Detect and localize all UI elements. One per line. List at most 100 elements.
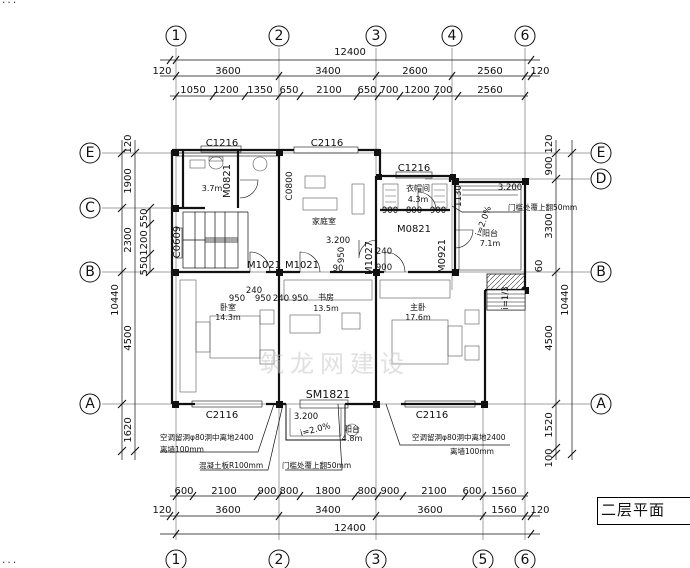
dim-bot-r1-7: 2100	[421, 486, 446, 497]
dim-left-c1-4: 1620	[123, 417, 134, 442]
dim-top-r3-5: 650	[357, 85, 376, 96]
dim-right-misc-0: 60	[534, 260, 545, 273]
dim-bot-r1-2: 900	[257, 486, 276, 497]
dim-bot-r1-8: 600	[462, 486, 481, 497]
room-balcony-e-name: 阳台	[482, 228, 498, 238]
axis-label-top-1: 1	[172, 28, 181, 44]
ac-lines	[160, 205, 520, 471]
dim-950-b: 950	[255, 294, 271, 304]
note-ac-left: 空调留洞φ80洞中离地2400	[160, 432, 254, 442]
dim-3200-c: 3.200	[498, 183, 522, 193]
door-m1021-b: M1021	[285, 260, 319, 271]
door-c0800: C0800	[285, 171, 295, 200]
dim-total-bottom: 12400	[334, 523, 366, 534]
axis-label-left-C: C	[85, 200, 95, 216]
dim-right-c1-3: 4500	[544, 325, 555, 350]
dim-950-a: 950	[229, 294, 245, 304]
window-c2116-br: C2116	[416, 410, 448, 421]
axis-label-right-A: A	[596, 396, 606, 412]
dim-right-c1-4: 1520	[544, 412, 555, 437]
dim-left-total: 10440	[110, 284, 121, 316]
room-balcony-s-name: 阳台	[344, 424, 360, 434]
dim-top-r3-9: 2560	[477, 85, 502, 96]
axis-label-bottom-2: 2	[275, 552, 284, 568]
axis-label-top-2: 2	[275, 28, 284, 44]
room-balcony-s-area: 4.8m	[342, 434, 363, 443]
dim-bot-r1-3: 800	[279, 486, 298, 497]
door-m1021-a: M1021	[247, 260, 281, 271]
dim-bot-r2-0: 120	[152, 505, 171, 516]
dim-total-top: 12400	[334, 47, 366, 58]
dim-bot-r1-9: 1560	[491, 486, 516, 497]
axis-label-bottom-5: 5	[479, 552, 488, 568]
room-balcony-e-area: 7.1m	[480, 239, 501, 248]
dim-900-c: 900	[376, 263, 392, 273]
axis-label-top-3: 3	[372, 28, 381, 44]
dim-950-v: 950	[337, 247, 347, 263]
stair	[182, 211, 249, 269]
room-study-area: 13.5m	[313, 304, 339, 313]
dim-bot-r2-3: 3600	[417, 505, 442, 516]
title-frame	[597, 497, 690, 525]
dim-top-r2-1: 3600	[215, 66, 240, 77]
dim-right-c1-5: 100	[544, 448, 555, 467]
door-swings	[239, 179, 474, 273]
dim-right-total: 10440	[560, 284, 571, 316]
east-balcony-steps	[486, 273, 526, 311]
dim-950-c: 950	[292, 294, 308, 304]
axis-label-bottom-6: 6	[521, 552, 530, 568]
room-bedroom-area: 14.3m	[215, 313, 241, 322]
axis-label-left-E: E	[86, 145, 95, 161]
dim-top-r3-8: 700	[433, 85, 452, 96]
axis-label-left-B: B	[85, 264, 95, 280]
window-c1216-b: C1216	[398, 163, 430, 174]
note-concrete: 混凝土板R100mm	[199, 460, 263, 470]
axis-label-top-6: 6	[521, 28, 530, 44]
slope-c: i=1/3	[501, 286, 511, 309]
dim-240-c: 240	[376, 247, 392, 257]
window-c2116-bl: C2116	[206, 410, 238, 421]
axis-label-right-D: D	[596, 171, 607, 187]
drawing-title: 二层平面	[601, 501, 666, 519]
corner-mark-top: ...	[1, 0, 18, 6]
axis-label-top-4: 4	[448, 28, 457, 44]
axis-label-left-A: A	[85, 396, 95, 412]
columns	[172, 149, 529, 408]
dim-bot-r2-5: 120	[530, 505, 549, 516]
east-balcony	[458, 185, 522, 271]
window-c2116-top: C2116	[311, 138, 343, 149]
room-closet-name: 衣帽间	[406, 183, 430, 193]
dim-bot-r1-0: 600	[174, 486, 193, 497]
dim-top-r3-4: 2100	[316, 85, 341, 96]
room-family-name: 家庭室	[312, 216, 336, 226]
dim-right-c1-2: 3300	[544, 213, 555, 238]
dimension-lines	[121, 59, 573, 535]
room-closet-area: 4.3m	[408, 195, 429, 204]
axis-label-bottom-3: 3	[372, 552, 381, 568]
slope-a: i=2.0%	[299, 421, 332, 439]
dim-top-r3-0: 1050	[180, 85, 205, 96]
dimension-ticks	[117, 55, 577, 539]
axis-bubbles	[79, 25, 612, 568]
dim-left-c1-0: 120	[123, 134, 134, 153]
door-m0821: M0821	[222, 164, 233, 198]
window-c1216-a: C1216	[206, 138, 238, 149]
window-sm1821: SM1821	[306, 388, 350, 401]
dim-top-r2-3: 2600	[402, 66, 427, 77]
dim-right-c1-1: 900	[544, 156, 555, 175]
dim-3200-b: 3.200	[294, 412, 318, 422]
dim-bot-r1-6: 900	[380, 486, 399, 497]
dim-top-r3-1: 1200	[213, 85, 238, 96]
dim-top-r2-5: 120	[530, 66, 549, 77]
furniture	[179, 156, 480, 437]
dim-bot-r1-5: 800	[357, 486, 376, 497]
note-ac-left-2: 离墙100mm	[160, 444, 204, 454]
room-bedroom-name: 卧室	[220, 302, 236, 312]
dim-bot-r2-4: 1560	[491, 505, 516, 516]
dim-1130: 1130	[454, 185, 464, 207]
note-balcony-e: 门槛处覆上翻50mm	[508, 202, 577, 212]
dim-900-a: 900	[382, 206, 398, 216]
dim-top-r2-0: 120	[152, 66, 171, 77]
dim-left-c2-1: 1200	[139, 230, 150, 255]
dim-top-r3-7: 1200	[404, 85, 429, 96]
